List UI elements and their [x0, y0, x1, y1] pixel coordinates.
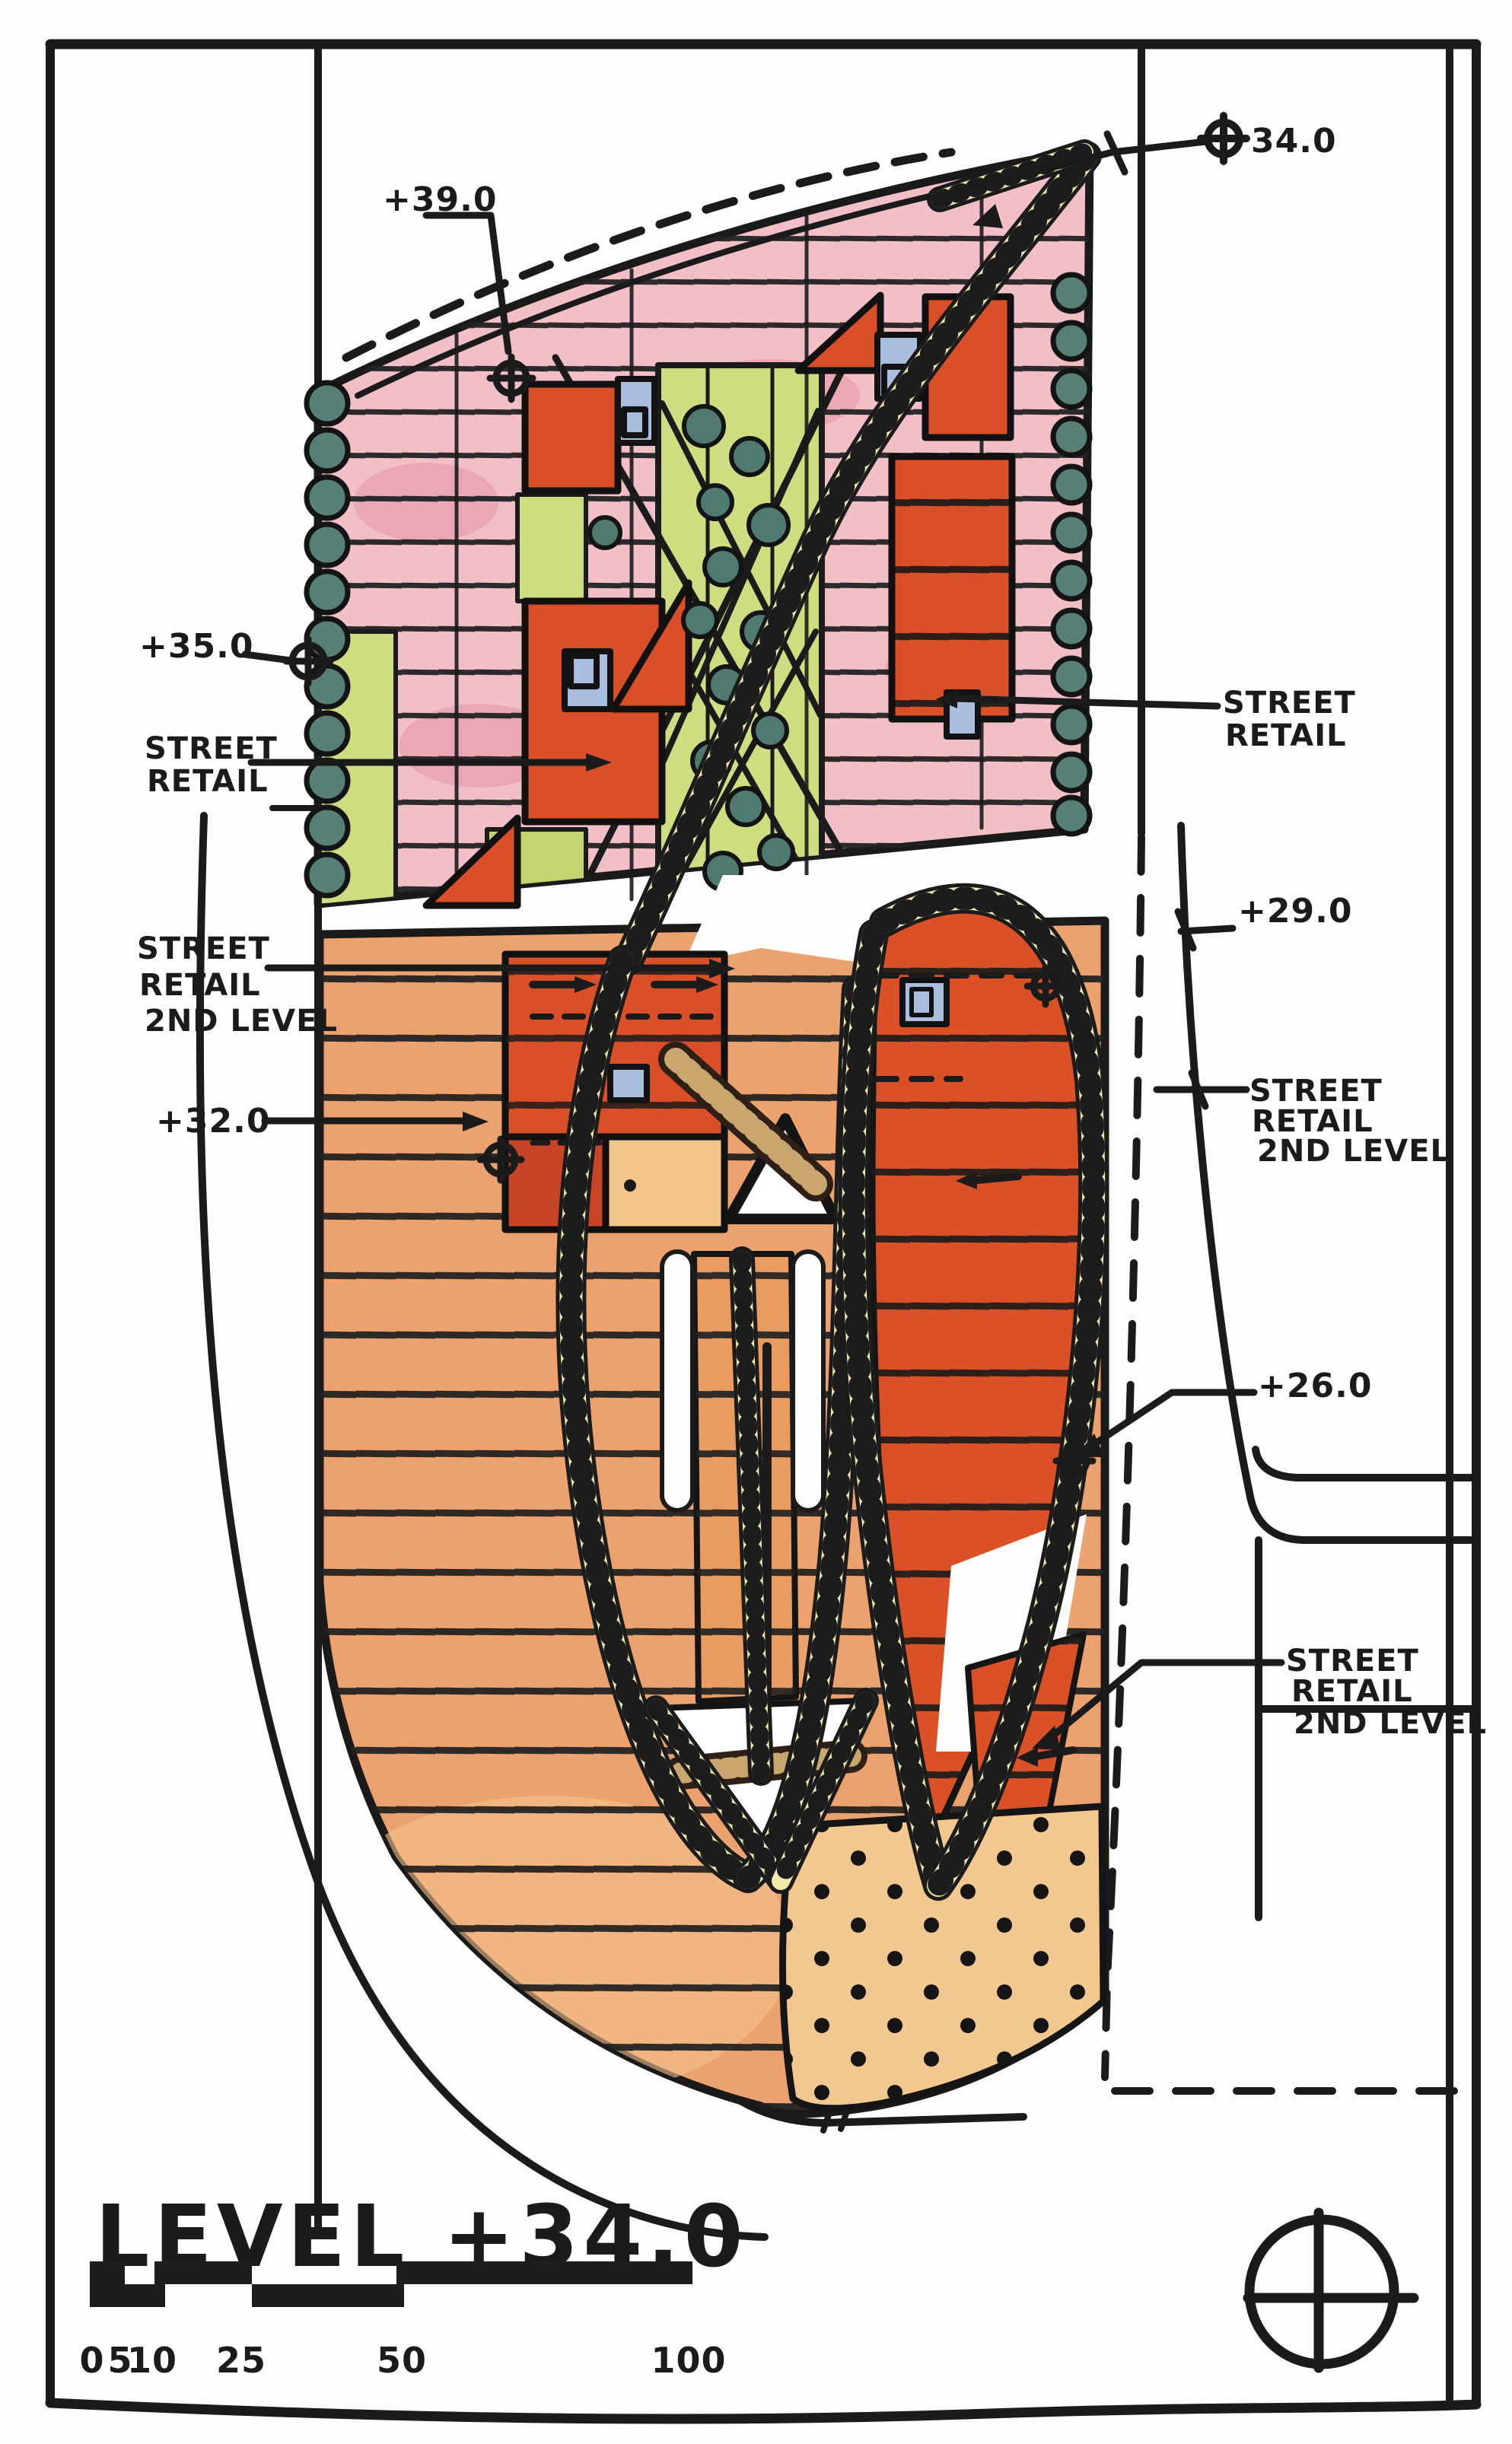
leader-lines [241, 130, 1285, 1743]
north-arrow-icon [1243, 2207, 1419, 2373]
lens-right-inner-band [838, 919, 953, 1901]
datum-icon [1052, 1439, 1097, 1483]
svg-text:RETAIL: RETAIL [1225, 718, 1347, 753]
flow-arrow-left [956, 1171, 1022, 1189]
datum-icon [476, 1135, 525, 1184]
green-patch-mid [515, 492, 588, 603]
escalator-stair-band [658, 1042, 833, 1201]
scale-tick: 10 [127, 2340, 177, 2381]
setback-dashed-line [342, 148, 956, 362]
elevation-label-29: +29.0 [1238, 892, 1352, 931]
elevation-label-26: +26.0 [1258, 1367, 1372, 1405]
svg-text:STREET: STREET [1249, 1074, 1383, 1109]
scale-tick: 100 [651, 2340, 726, 2381]
street-trees-left [304, 380, 351, 899]
scale-tick: 0 [79, 2340, 104, 2381]
skylight-blue [607, 1064, 650, 1103]
svg-text:2ND LEVEL: 2ND LEVEL [145, 1004, 338, 1039]
lens-level-dashes [874, 972, 1061, 1082]
east-street-north-curb [1252, 1446, 1479, 1481]
svg-text:RETAIL: RETAIL [1291, 1674, 1413, 1709]
scale-bar: 0 5 10 25 50 100 [79, 2261, 726, 2381]
skylight-blue [899, 977, 950, 1027]
flow-arrow-right [529, 976, 718, 993]
building-red-wedge [422, 814, 521, 909]
leader-35 [241, 651, 294, 664]
flow-arrow-left [1017, 1746, 1077, 1767]
datum-icon [1023, 964, 1068, 1008]
label-street-retail-2nd-left: STREET RETAIL 2ND LEVEL [137, 931, 338, 1039]
datum-icon [486, 353, 536, 403]
elevation-label-35: +35.0 [139, 627, 253, 666]
svg-text:34.0: 34.0 [1251, 122, 1337, 161]
label-street-retail-left: STREET RETAIL [145, 731, 278, 799]
svg-text:STREET: STREET [137, 931, 270, 966]
leader-tick [1188, 1069, 1209, 1110]
frame-bottom [45, 2398, 1482, 2424]
v-band-right [768, 1688, 879, 1894]
leader-tick [1174, 908, 1197, 952]
leader-26 [1086, 1389, 1258, 1451]
svg-text:RETAIL: RETAIL [139, 968, 261, 1003]
elevation-label-34: 34.0 [1197, 112, 1337, 165]
structural-grid-lines [454, 173, 984, 903]
title-block: LEVEL +34.0 0 5 10 25 50 100 [79, 2188, 1419, 2381]
street-trees-right [1050, 272, 1093, 837]
upper-residential-block [314, 145, 1094, 919]
walkway-ladder-bands [555, 139, 1109, 1901]
v-band-left [643, 1695, 794, 1894]
svg-text:RETAIL: RETAIL [147, 764, 269, 799]
skylight-inner [909, 987, 934, 1017]
datum-icon [1197, 112, 1250, 165]
label-street-retail-2nd-right-upper: STREET RETAIL 2ND LEVEL [1249, 1074, 1450, 1169]
dashed-line-arrowhead [972, 204, 1003, 228]
svg-text:2ND LEVEL: 2ND LEVEL [1257, 1134, 1450, 1169]
lens-left-outer-band [555, 945, 763, 1893]
scale-bar-segments [90, 2261, 692, 2307]
annotation-layer: +39.0 34.0 +35.0 +32.0 +29.0 +26.0 STREE… [137, 112, 1487, 1750]
galleria-band [613, 141, 1102, 975]
svg-text:STREET: STREET [1223, 686, 1356, 721]
leader-retail2-right-lower [1045, 1659, 1285, 1743]
red-buildings-upper [422, 291, 1016, 909]
leader-39 [422, 212, 512, 355]
building-red [888, 453, 1016, 723]
east-property-line-dashed [1101, 833, 1145, 2081]
svg-text:RETAIL: RETAIL [1252, 1104, 1374, 1139]
elevation-label-39: +39.0 [383, 180, 497, 219]
scale-tick: 5 [107, 2340, 132, 2381]
east-curb-curve [1177, 822, 1479, 1544]
label-street-retail-2nd-right-lower: STREET RETAIL 2ND LEVEL [1286, 1644, 1487, 1741]
retail-cluster-terrace [602, 1133, 728, 1233]
scale-tick: 50 [377, 2340, 427, 2381]
svg-text:STREET: STREET [145, 731, 278, 766]
spine-band [729, 1246, 774, 1786]
building-red-wedge [610, 579, 692, 713]
svg-text:2ND LEVEL: 2ND LEVEL [1294, 1706, 1487, 1741]
skylight-inner [621, 406, 648, 438]
skylight-inner [568, 653, 600, 689]
svg-text:STREET: STREET [1286, 1644, 1419, 1679]
leader-retail-right [952, 695, 1221, 710]
scale-tick: 25 [216, 2340, 266, 2381]
lower-terrace-block [315, 875, 1109, 2118]
leader-arrowheads [463, 689, 1103, 1750]
datum-icons [282, 353, 1097, 1483]
building-red [521, 380, 622, 495]
lens-right-outer-band [869, 883, 1109, 1901]
white-gap [683, 875, 877, 965]
southwest-street-curve [196, 812, 769, 2241]
elevation-label-32: +32.0 [156, 1102, 270, 1141]
light-slot [660, 1249, 695, 1513]
label-street-retail-right: STREET RETAIL [1223, 686, 1356, 753]
leader-tick [1103, 130, 1128, 176]
light-slot [791, 1249, 826, 1513]
